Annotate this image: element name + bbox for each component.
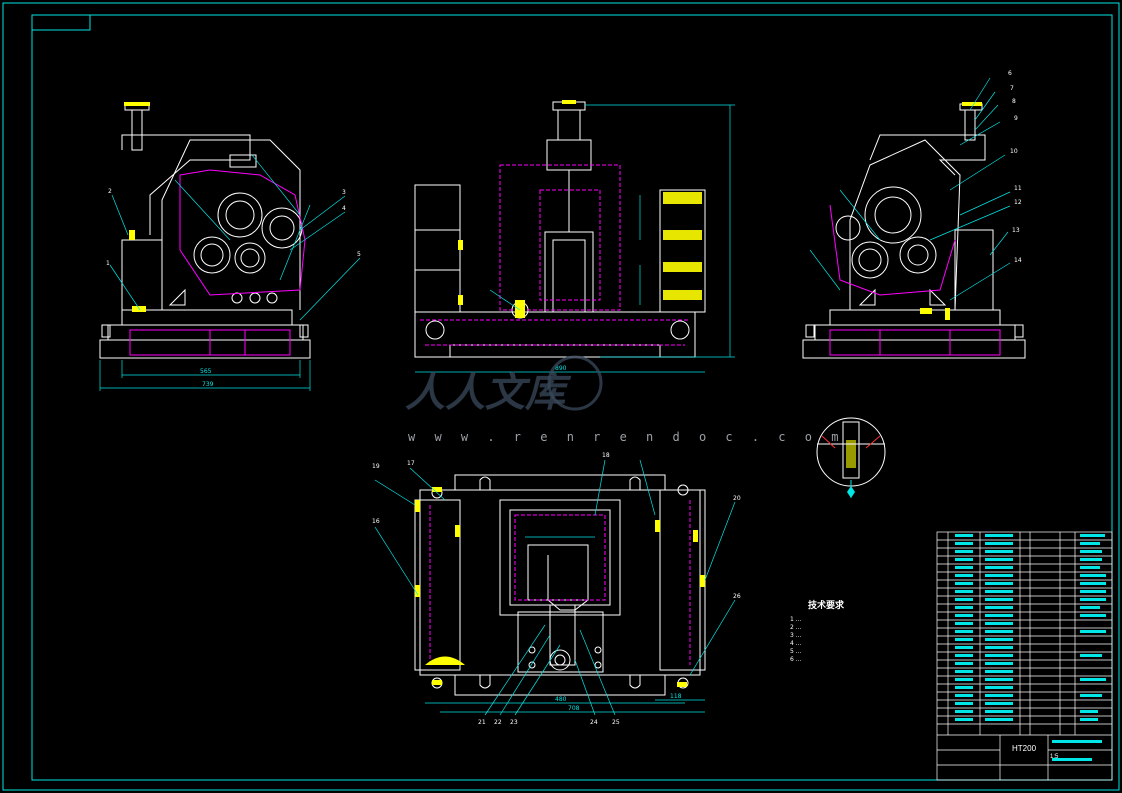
title-block-scale: 1:5 — [1050, 754, 1059, 760]
balloon-22: 22 — [494, 719, 502, 726]
balloon-8: 8 — [1012, 98, 1016, 105]
dim-890: 890 — [555, 365, 567, 372]
balloon-4: 4 — [342, 205, 346, 212]
balloon-26: 26 — [733, 593, 741, 600]
technical-requirements-title: 技术要求 — [808, 601, 845, 611]
balloon-18: 18 — [602, 452, 610, 459]
right-side-view — [802, 77, 1026, 359]
requirement-5: 5 ... — [790, 648, 802, 655]
balloon-13: 13 — [1012, 227, 1020, 234]
parts-list — [936, 531, 1113, 781]
balloon-25: 25 — [612, 719, 620, 726]
balloon-3: 3 — [342, 189, 346, 196]
requirement-2: 2 ... — [790, 624, 802, 631]
balloon-9: 9 — [1014, 115, 1018, 122]
balloon-12: 12 — [1014, 199, 1022, 206]
balloon-20: 20 — [733, 495, 741, 502]
balloon-1: 1 — [106, 260, 110, 267]
requirement-1: 1 ... — [790, 616, 802, 623]
balloon-7: 7 — [1010, 85, 1014, 92]
balloon-11: 11 — [1014, 185, 1022, 192]
dim-565: 565 — [200, 368, 212, 375]
balloon-10: 10 — [1010, 148, 1018, 155]
requirement-3: 3 ... — [790, 632, 802, 639]
watermark-title: 人人文库 — [405, 369, 565, 416]
balloon-6: 6 — [1008, 70, 1012, 77]
front-view: 890 — [414, 100, 735, 373]
title-block-model: HT200 — [1012, 744, 1037, 753]
balloon-17: 17 — [407, 460, 415, 467]
dim-739: 739 — [202, 381, 214, 388]
requirement-4: 4 ... — [790, 640, 802, 647]
watermark-logo — [547, 355, 603, 411]
dim-118: 118 — [670, 693, 682, 700]
requirement-6: 6 ... — [790, 656, 802, 663]
balloon-19: 19 — [372, 463, 380, 470]
balloon-14: 14 — [1014, 257, 1022, 264]
plan-view: 480 708 118 — [374, 459, 736, 716]
balloon-24: 24 — [590, 719, 598, 726]
balloon-2: 2 — [108, 188, 112, 195]
balloon-labels: 1 2 3 4 5 6 7 8 9 10 11 12 13 14 16 17 1… — [106, 70, 1022, 726]
dim-708: 708 — [568, 705, 580, 712]
left-side-view: 565 739 — [99, 102, 361, 391]
balloon-23: 23 — [510, 719, 518, 726]
balloon-21: 21 — [478, 719, 486, 726]
dim-480: 480 — [555, 696, 567, 703]
balloon-5: 5 — [357, 251, 361, 258]
parts-list-text-placeholders — [955, 534, 1106, 761]
detail-view — [816, 417, 886, 498]
balloon-16: 16 — [372, 518, 380, 525]
watermark-url: w w w . r e n r e n d o c . c o m — [408, 430, 845, 444]
